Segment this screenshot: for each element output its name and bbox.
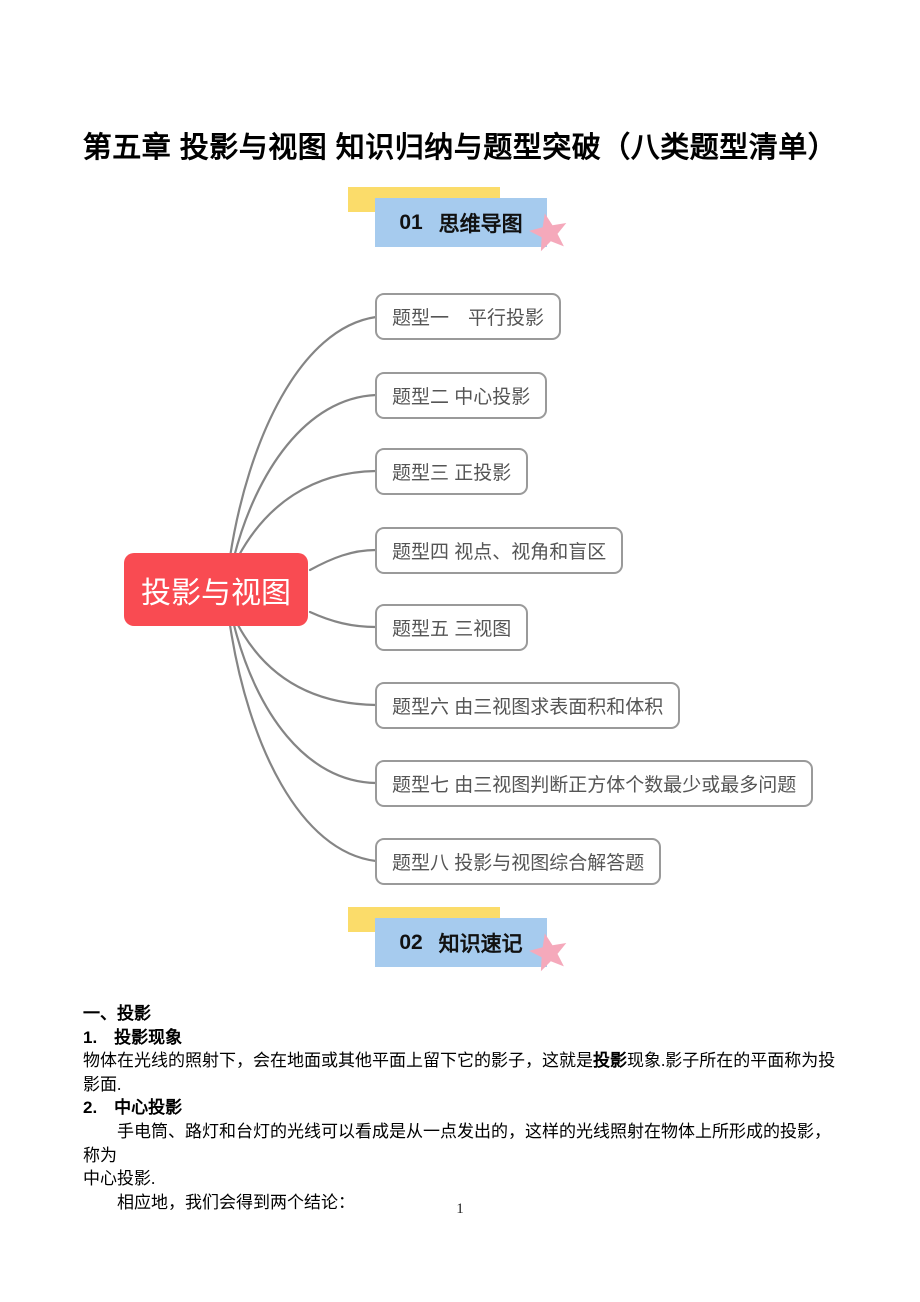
section-banner-notes: 02 知识速记 bbox=[348, 907, 608, 987]
knowledge-heading: 一、投影 bbox=[83, 1004, 151, 1023]
section-label: 知识速记 bbox=[438, 932, 523, 956]
star-icon bbox=[529, 933, 567, 972]
mindmap-root-node: 投影与视图 bbox=[124, 553, 308, 626]
knowledge-section: 一、投影 1. 投影现象 物体在光线的照射下，会在地面或其他平面上留下它的影子，… bbox=[83, 1002, 839, 1214]
mindmap-node: 题型三 正投影 bbox=[375, 448, 529, 495]
mindmap-node: 题型七 由三视图判断正方体个数最少或最多问题 bbox=[375, 760, 814, 807]
knowledge-paragraph: 中心投影. bbox=[83, 1169, 156, 1189]
page-number: 1 bbox=[456, 1201, 464, 1217]
knowledge-item-title: 2. 中心投影 bbox=[83, 1098, 183, 1118]
mindmap-node: 题型二 中心投影 bbox=[375, 372, 548, 419]
knowledge-paragraph: 相应地，我们会得到两个结论： bbox=[117, 1192, 355, 1212]
knowledge-paragraph: 物体在光线的照射下，会在地面或其他平面上留下它的影子，这就是投影现象.影子所在的… bbox=[83, 1051, 836, 1094]
mindmap-node: 题型六 由三视图求表面积和体积 bbox=[375, 682, 681, 729]
mindmap-node: 题型四 视点、视角和盲区 bbox=[375, 527, 624, 574]
section-banner-mindmap: 01 思维导图 bbox=[348, 187, 608, 267]
banner-body: 02 知识速记 bbox=[375, 918, 547, 967]
banner-body: 01 思维导图 bbox=[375, 198, 547, 247]
mindmap-node: 题型八 投影与视图综合解答题 bbox=[375, 838, 662, 885]
knowledge-paragraph: 手电筒、路灯和台灯的光线可以看成是从一点发出的，这样的光线照射在物体上所形成的投… bbox=[83, 1121, 831, 1165]
page-title: 第五章 投影与视图 知识归纳与题型突破（八类题型清单） bbox=[82, 132, 838, 164]
star-icon bbox=[529, 213, 567, 252]
knowledge-item-title: 1. 投影现象 bbox=[83, 1027, 183, 1047]
mindmap-node: 题型五 三视图 bbox=[375, 604, 529, 651]
section-label: 思维导图 bbox=[438, 212, 523, 236]
section-number: 02 bbox=[399, 930, 423, 954]
section-number: 01 bbox=[399, 210, 423, 234]
mindmap-node: 题型一 平行投影 bbox=[375, 293, 562, 340]
